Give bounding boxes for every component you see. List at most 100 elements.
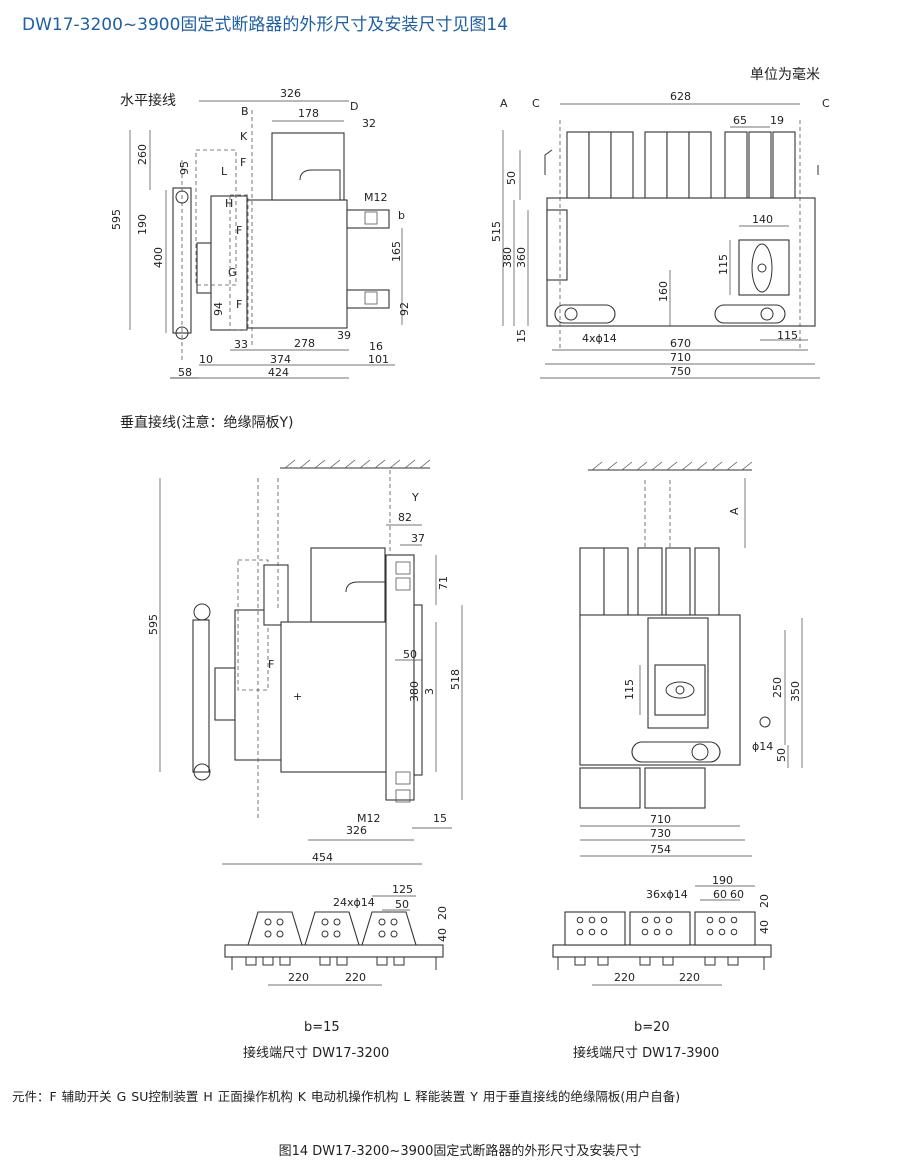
svg-text:754: 754 [650,843,671,856]
svg-text:50: 50 [775,748,788,762]
svg-text:60: 60 [730,888,744,901]
terminal-b-3900: b=20 [634,1020,670,1035]
page-title: DW17-3200~3900固定式断路器的外形尺寸及安装尺寸见图14 [22,15,509,35]
svg-text:140: 140 [752,213,773,226]
svg-text:350: 350 [789,681,802,702]
svg-text:15: 15 [515,329,528,343]
svg-text:424: 424 [268,366,289,379]
svg-text:16: 16 [369,340,383,353]
svg-text:220: 220 [288,971,309,984]
svg-text:F: F [268,658,274,671]
side-view-labels: 326 178 32 B D K F L H F G F M12 b 595 2… [110,87,411,379]
terminal-b-3200: b=15 [304,1020,340,1035]
svg-text:F: F [240,156,246,169]
svg-text:D: D [350,100,358,113]
svg-text:595: 595 [110,209,123,230]
svg-text:374: 374 [270,353,291,366]
vertical-wiring-label: 垂直接线(注意：绝缘隔板Y) [120,415,294,431]
svg-text:B: B [241,105,249,118]
terminal-detail-3900: 190 60 60 36xϕ14 20 40 220 220 [552,874,772,986]
svg-text:190: 190 [136,214,149,235]
component-legend: 元件：F 辅助开关 G SU控制装置 H 正面操作机构 K 电动机操作机构 L … [12,1089,681,1104]
svg-text:400: 400 [152,247,165,268]
svg-text:220: 220 [345,971,366,984]
svg-text:39: 39 [337,329,351,342]
svg-text:50: 50 [395,898,409,911]
svg-text:160: 160 [657,281,670,302]
svg-text:H: H [225,197,233,210]
svg-text:20: 20 [436,906,449,920]
svg-text:50: 50 [403,648,417,661]
terminal-caption-3200: 接线端尺寸 DW17-3200 [243,1046,390,1061]
svg-text:ϕ14: ϕ14 [752,740,773,753]
svg-text:M12: M12 [364,191,388,204]
svg-text:65: 65 [733,114,747,127]
svg-text:115: 115 [717,254,730,275]
svg-text:670: 670 [670,337,691,350]
svg-text:92: 92 [398,302,411,316]
svg-text:Y: Y [411,491,419,504]
svg-text:190: 190 [712,874,733,887]
svg-text:L: L [221,165,228,178]
svg-text:326: 326 [280,87,301,100]
svg-text:G: G [228,266,237,279]
svg-text:380: 380 [408,681,421,702]
svg-text:4xϕ14: 4xϕ14 [582,332,617,345]
svg-text:710: 710 [670,351,691,364]
front-view-vertical-dimensions [580,478,803,857]
svg-text:20: 20 [758,894,771,908]
svg-text:178: 178 [298,107,319,120]
svg-text:750: 750 [670,365,691,378]
svg-text:326: 326 [346,824,367,837]
svg-text:40: 40 [758,920,771,934]
svg-text:24xϕ14: 24xϕ14 [333,896,375,909]
unit-note: 单位为毫米 [750,67,820,83]
figure-caption: 图14 DW17-3200~3900固定式断路器的外形尺寸及安装尺寸 [278,1144,642,1159]
svg-text:115: 115 [777,329,798,342]
svg-text:94: 94 [212,302,225,316]
svg-text:165: 165 [390,241,403,262]
svg-text:220: 220 [679,971,700,984]
svg-text:33: 33 [234,338,248,351]
svg-text:95: 95 [178,161,191,175]
front-view-vertical-labels: A 115 250 350 ϕ14 50 710 730 754 [623,507,802,856]
side-view-vertical-labels: Y 82 37 71 595 50 3 380 518 F M12 326 15… [147,491,462,864]
svg-text:+: + [293,690,302,703]
terminal-caption-3900: 接线端尺寸 DW17-3900 [573,1046,720,1061]
svg-text:101: 101 [368,353,389,366]
svg-text:250: 250 [771,677,784,698]
svg-text:F: F [236,224,242,237]
svg-text:60: 60 [713,888,727,901]
svg-text:F: F [236,298,242,311]
svg-text:19: 19 [770,114,784,127]
svg-text:595: 595 [147,614,160,635]
svg-text:3: 3 [423,688,436,695]
front-view-labels: A C C 628 65 19 50 515 380 360 140 115 1… [490,90,830,378]
svg-text:32: 32 [362,117,376,130]
front-view-dimensions [502,103,820,379]
svg-text:36xϕ14: 36xϕ14 [646,888,688,901]
svg-text:71: 71 [437,576,450,590]
svg-text:125: 125 [392,883,413,896]
svg-text:40: 40 [436,928,449,942]
svg-text:58: 58 [178,366,192,379]
svg-text:A: A [728,507,741,515]
horizontal-wiring-label: 水平接线 [120,93,176,109]
svg-text:518: 518 [449,669,462,690]
side-view-vertical-dimensions [159,478,463,865]
svg-text:C: C [532,97,540,110]
svg-text:A: A [500,97,508,110]
side-view-dimensions [129,100,403,379]
svg-text:515: 515 [490,221,503,242]
svg-text:260: 260 [136,144,149,165]
svg-text:K: K [240,130,248,143]
svg-text:278: 278 [294,337,315,350]
front-view-vertical [579,461,771,809]
svg-text:C: C [822,97,830,110]
svg-text:b: b [398,209,405,222]
svg-text:380: 380 [501,247,514,268]
svg-text:454: 454 [312,851,333,864]
svg-text:82: 82 [398,511,412,524]
svg-text:50: 50 [505,171,518,185]
